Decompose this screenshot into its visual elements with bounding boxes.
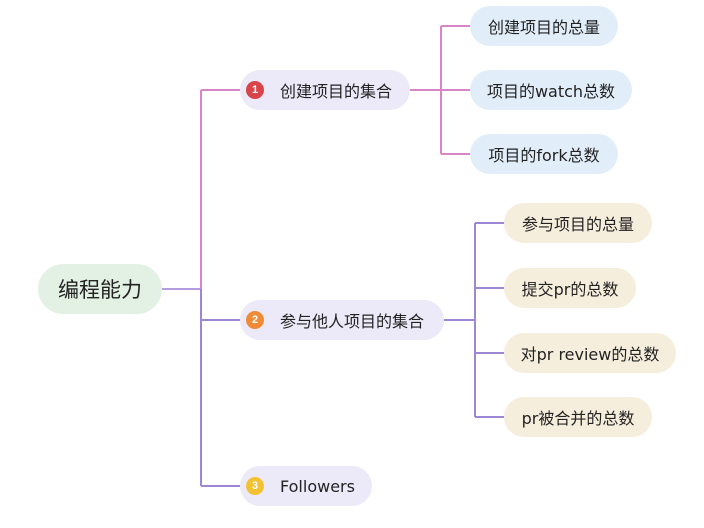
badge-1: 1 xyxy=(246,81,264,99)
leaf-2-3-label: 对pr review的总数 xyxy=(520,345,660,364)
badge-2: 2 xyxy=(246,311,264,329)
branch-node-3[interactable]: 3 Followers xyxy=(240,466,372,506)
leaf-node-1-3[interactable]: 项目的fork总数 xyxy=(470,134,618,174)
leaf-node-2-3[interactable]: 对pr review的总数 xyxy=(504,333,676,373)
badge-3: 3 xyxy=(246,477,264,495)
root-node[interactable]: 编程能力 xyxy=(38,264,162,314)
leaf-2-4-label: pr被合并的总数 xyxy=(521,409,635,428)
leaf-1-1-label: 创建项目的总量 xyxy=(487,18,600,37)
leaf-node-1-2[interactable]: 项目的watch总数 xyxy=(470,70,632,110)
leaf-node-1-1[interactable]: 创建项目的总量 xyxy=(470,6,618,46)
leaf-node-2-4[interactable]: pr被合并的总数 xyxy=(504,397,652,437)
leaf-1-2-label: 项目的watch总数 xyxy=(486,82,616,101)
leaf-node-2-1[interactable]: 参与项目的总量 xyxy=(504,203,652,243)
root-label: 编程能力 xyxy=(58,278,142,302)
branch-2-label: 参与他人项目的集合 xyxy=(280,312,425,331)
leaf-1-3-label: 项目的fork总数 xyxy=(488,146,600,165)
leaf-2-2-label: 提交pr的总数 xyxy=(521,280,619,299)
leaf-2-1-label: 参与项目的总量 xyxy=(521,215,634,234)
branch-3-label: Followers xyxy=(280,476,355,496)
branch-1-label: 创建项目的集合 xyxy=(280,82,393,101)
branch-node-2[interactable]: 2 参与他人项目的集合 xyxy=(240,300,444,340)
leaf-node-2-2[interactable]: 提交pr的总数 xyxy=(504,268,636,308)
branch-node-1[interactable]: 1 创建项目的集合 xyxy=(240,70,410,110)
